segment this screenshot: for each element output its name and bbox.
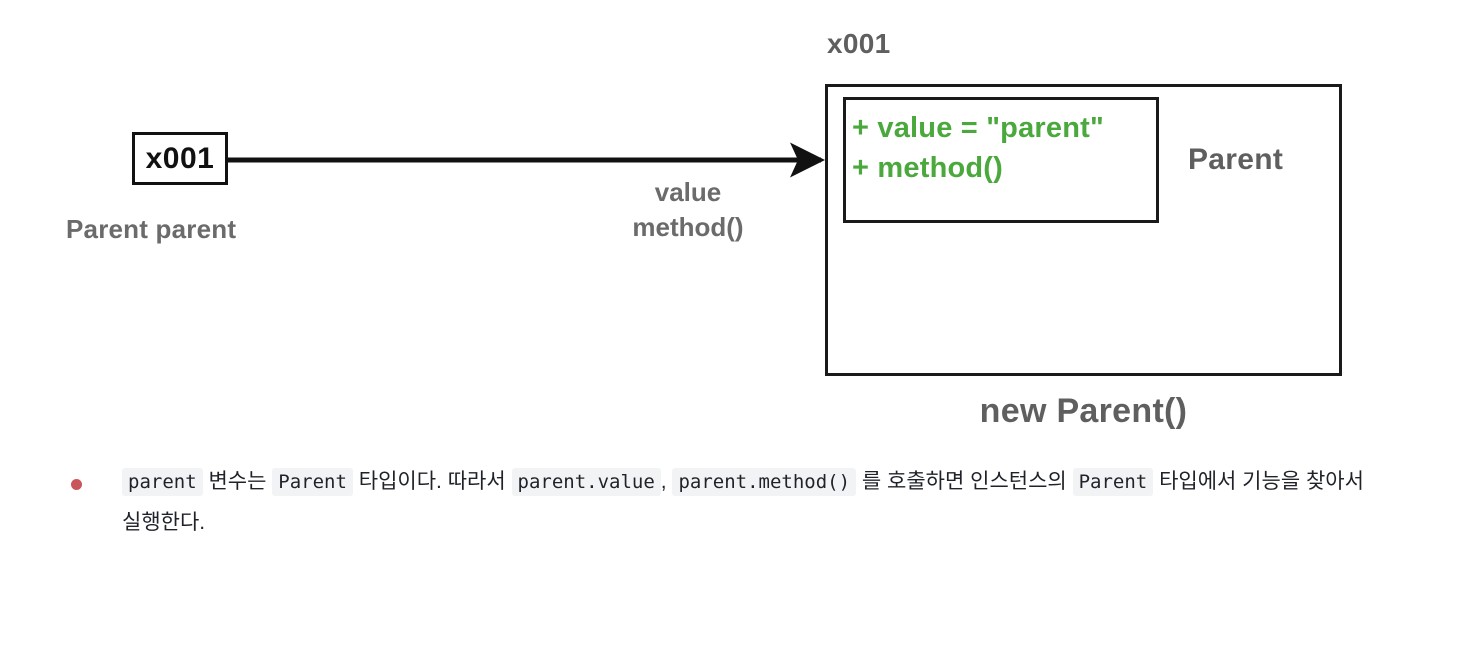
prose-text: 타입에서 기능을 찾아서 실행한다. (122, 470, 1364, 534)
instance-type-label: Parent (1188, 143, 1284, 176)
inline-code: Parent (272, 468, 353, 496)
inline-code: parent (122, 468, 203, 496)
edge-label-method: method() (632, 211, 744, 242)
edge-label-value: value (654, 177, 722, 207)
connector-arrow-svg (228, 142, 826, 178)
reference-address-text: x001 (145, 141, 215, 175)
edge-label-group: value method() (608, 175, 768, 244)
inline-code: parent.value (511, 468, 661, 496)
instance-caption: new Parent() (979, 392, 1188, 430)
prose-text: , (660, 470, 673, 493)
inline-code: Parent (1072, 468, 1154, 496)
list-item: parent 변수는 Parent 타입이다. 따라서 parent.value… (0, 462, 1472, 544)
prose-text: 를 호출하면 인스턴스의 (856, 470, 1073, 493)
bullet-text: parent 변수는 Parent 타입이다. 따라서 parent.value… (122, 462, 1402, 544)
inline-code: parent.method() (672, 468, 857, 496)
instance-member-box: + value = "parent" + method() (843, 97, 1159, 223)
instance-address-label: x001 (827, 28, 891, 59)
reference-caption: Parent parent (66, 214, 237, 244)
prose-text: 타입이다. 따라서 (352, 470, 512, 493)
prose-text: 변수는 (202, 470, 273, 493)
reference-box: x001 (132, 132, 228, 185)
bullet-dot-icon (71, 479, 82, 490)
member-field-value: + value = "parent" (852, 112, 1104, 144)
member-method: + method() (852, 152, 1004, 185)
notes-list: parent 변수는 Parent 타입이다. 따라서 parent.value… (0, 462, 1472, 544)
